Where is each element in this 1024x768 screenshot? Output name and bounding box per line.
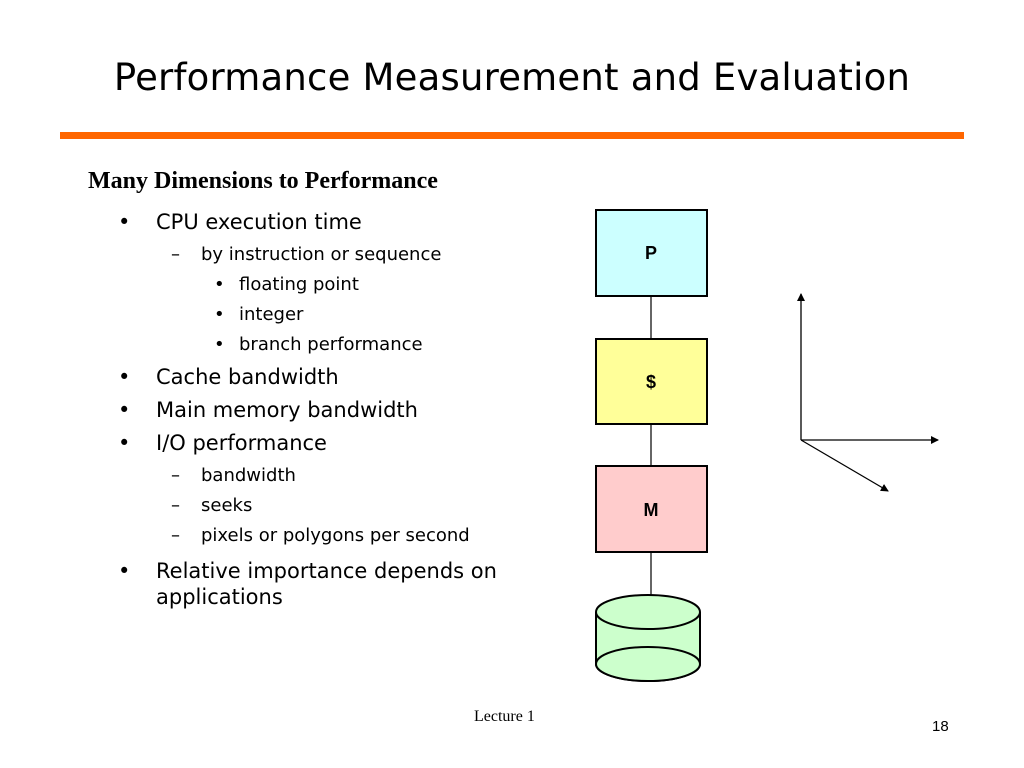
footer-lecture: Lecture 1 (474, 708, 535, 725)
bullet-cpu-execution-time: • CPU execution time (118, 210, 362, 234)
processor-label: P (645, 243, 657, 263)
bullet-text: by instruction or sequence (201, 244, 442, 265)
dash-marker: – (171, 525, 180, 546)
bullet-io-performance: • I/O performance (118, 431, 327, 455)
bullet-marker: • (118, 398, 131, 422)
bullet-marker: • (118, 559, 131, 583)
bullet-text: I/O performance (156, 431, 327, 455)
bullet-relative-importance: • Relative importance depends on applica… (118, 558, 516, 610)
bullet-marker: • (214, 334, 225, 355)
dash-marker: – (171, 244, 180, 265)
bullet-floating-point: • floating point (214, 274, 359, 295)
bullet-pixels-polygons: – pixels or polygons per second (171, 525, 470, 546)
bullet-by-instruction: – by instruction or sequence (171, 244, 442, 265)
memory-label: M (644, 500, 659, 520)
bullet-text: bandwidth (201, 465, 296, 486)
disk-cylinder-icon (595, 594, 701, 682)
bullet-marker: • (118, 431, 131, 455)
bullet-text: pixels or polygons per second (201, 525, 470, 546)
slide-title: Performance Measurement and Evaluation (113, 56, 911, 99)
bullet-cache-bandwidth: • Cache bandwidth (118, 365, 339, 389)
bullet-branch-performance: • branch performance (214, 334, 423, 355)
title-divider (60, 132, 964, 139)
bullet-text: CPU execution time (156, 210, 362, 234)
bullet-text: integer (239, 304, 304, 325)
bullet-text: Main memory bandwidth (156, 398, 418, 422)
bullet-text: seeks (201, 495, 253, 516)
bullet-marker: • (118, 210, 131, 234)
z-axis-arrow (800, 439, 889, 492)
bullet-marker: • (214, 304, 225, 325)
cache-label: $ (646, 372, 656, 392)
dash-marker: – (171, 495, 180, 516)
bullet-integer: • integer (214, 304, 304, 325)
cache-box (595, 338, 708, 425)
bullet-text: branch performance (239, 334, 423, 355)
bullet-list: • CPU execution time – by instruction or… (118, 210, 516, 610)
bullet-seeks: – seeks (171, 495, 253, 516)
dash-marker: – (171, 465, 180, 486)
bullet-text: Relative importance depends on applicati… (156, 559, 497, 609)
bullet-text: floating point (239, 274, 359, 295)
page-number: 18 (932, 718, 949, 735)
three-axis-icon (797, 293, 939, 492)
bullet-marker: • (214, 274, 225, 295)
section-heading: Many Dimensions to Performance (88, 168, 438, 194)
bullet-main-memory-bandwidth: • Main memory bandwidth (118, 398, 418, 422)
bullet-bandwidth: – bandwidth (171, 465, 296, 486)
bullet-text: Cache bandwidth (156, 365, 339, 389)
bullet-marker: • (118, 365, 131, 389)
memory-box (595, 465, 708, 553)
processor-box (595, 209, 708, 297)
